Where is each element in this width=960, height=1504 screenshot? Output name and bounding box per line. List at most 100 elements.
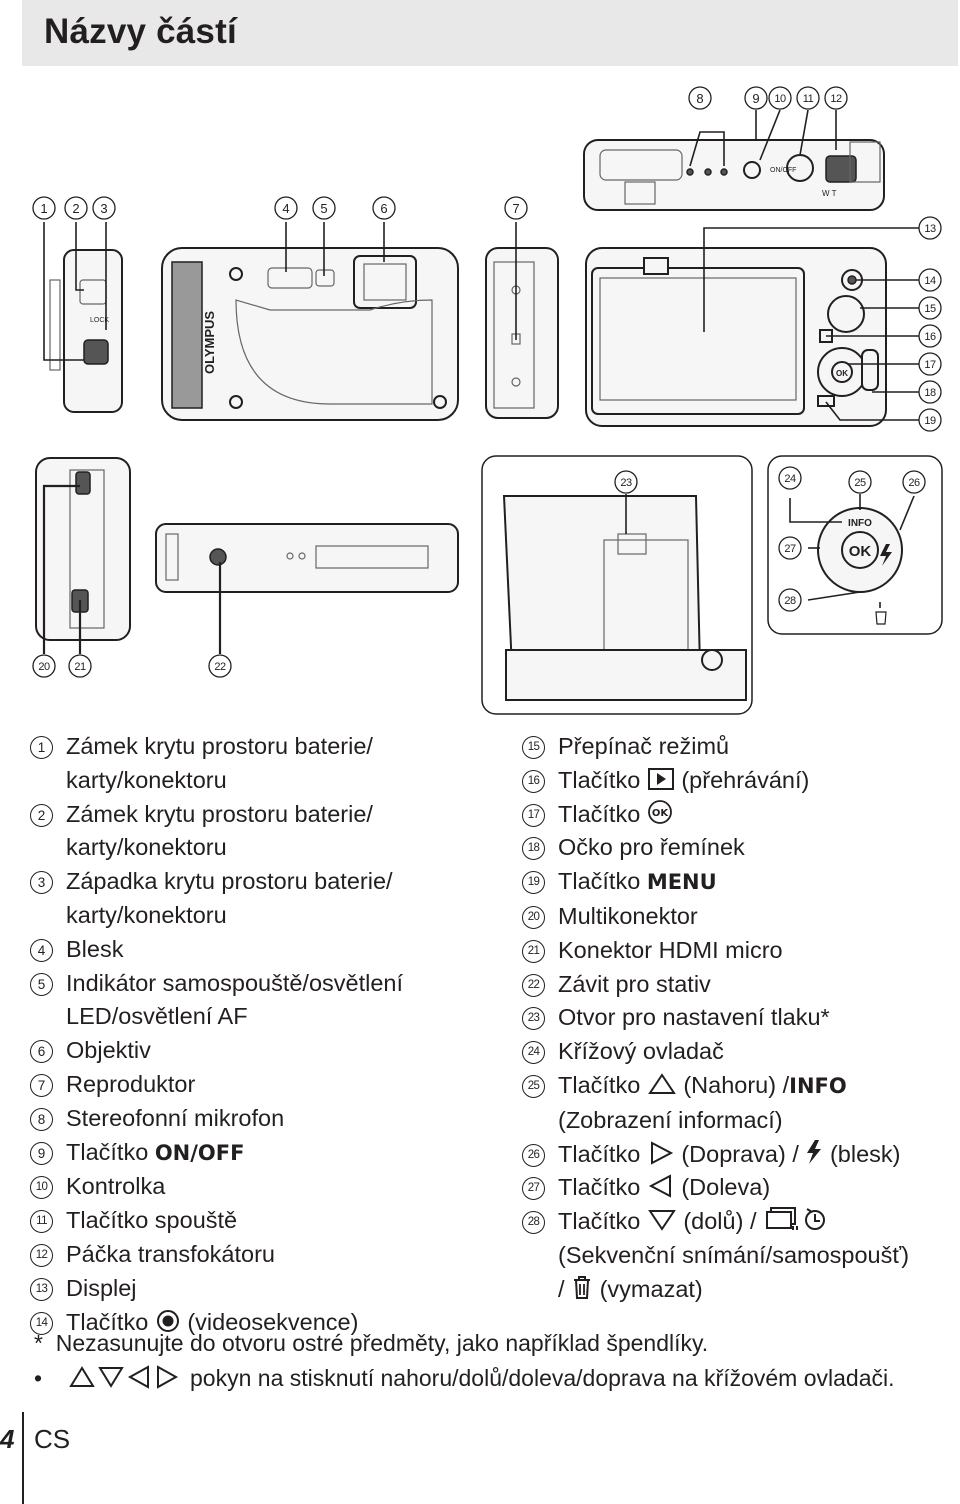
lock-label: LOCK: [90, 317, 109, 324]
sequential-self-timer-icon: [766, 1207, 826, 1231]
svg-text:21: 21: [74, 661, 86, 673]
flash-icon: [807, 1139, 822, 1164]
movie-icon: [156, 1309, 179, 1332]
callout-23: 23: [614, 470, 638, 494]
callout-14: 14: [918, 268, 942, 292]
page-title: Názvy částí: [44, 12, 237, 51]
inset-pressure-hole: [481, 455, 753, 715]
svg-text:4: 4: [282, 201, 289, 216]
svg-text:9: 9: [752, 91, 759, 106]
info-label-inset: INFO: [848, 518, 872, 529]
svg-text:16: 16: [924, 331, 936, 343]
svg-text:14: 14: [924, 275, 936, 287]
camera-front-view: OLYMPUS: [161, 222, 459, 421]
svg-text:3: 3: [100, 201, 107, 216]
svg-text:10: 10: [774, 93, 786, 105]
callout-18: 18: [918, 380, 942, 404]
svg-text:19: 19: [924, 415, 936, 427]
onoff-label-top: ON/OFF: [770, 167, 796, 174]
svg-text:15: 15: [924, 303, 936, 315]
svg-text:23: 23: [620, 477, 632, 489]
camera-back-view: OK: [585, 227, 920, 427]
down-arrow-icon: [647, 1210, 676, 1231]
svg-text:6: 6: [380, 201, 387, 216]
svg-text:12: 12: [830, 93, 842, 105]
up-arrow-icon: [647, 1073, 676, 1094]
callout-6: 6: [372, 196, 396, 220]
footnote-bullet: • pokyn na stisknutí nahoru/dolů/doleva/…: [34, 1365, 895, 1391]
svg-text:17: 17: [924, 359, 936, 371]
callout-21: 21: [68, 654, 92, 678]
ok-button-icon: OK: [647, 799, 672, 824]
callout-19: 19: [918, 408, 942, 432]
svg-text:5: 5: [320, 201, 327, 216]
svg-text:8: 8: [696, 91, 703, 106]
callout-11: 11: [796, 86, 820, 110]
camera-side-left: LOCK: [43, 222, 123, 413]
footnote-star: * Nezasunujte do otvoru ostré předměty, …: [34, 1330, 709, 1356]
svg-text:24: 24: [784, 473, 796, 485]
page-number: 4: [0, 1424, 15, 1454]
callout-16: 16: [918, 324, 942, 348]
callout-4: 4: [274, 196, 298, 220]
zoom-label: W T: [822, 189, 837, 198]
ok-label-inset: OK: [849, 543, 872, 560]
callout-numbers: 1 2 3 4 5 6 7 8 9 10 11 12 13 14 15 16 1…: [32, 86, 942, 678]
callout-25: 25: [848, 470, 872, 494]
svg-text:11: 11: [803, 93, 814, 105]
callout-15: 15: [918, 296, 942, 320]
callout-7: 7: [504, 196, 528, 220]
inset-cross-controller: OK INFO: [767, 455, 943, 635]
callout-5: 5: [312, 196, 336, 220]
ok-label-back: OK: [836, 369, 848, 378]
callout-10: 10: [768, 86, 792, 110]
svg-text:2: 2: [72, 201, 79, 216]
callout-2: 2: [64, 196, 88, 220]
callout-26: 26: [902, 470, 926, 494]
callout-28: 28: [778, 588, 802, 612]
camera-top-view: ON/OFF W T: [583, 109, 885, 211]
left-arrow-icon: [648, 1174, 671, 1199]
callout-20: 20: [32, 654, 56, 678]
svg-text:7: 7: [512, 201, 519, 216]
svg-text:18: 18: [924, 387, 936, 399]
language-code: CS: [34, 1424, 71, 1454]
callout-8: 8: [688, 86, 712, 110]
svg-text:OK: OK: [652, 808, 670, 819]
svg-text:13: 13: [924, 223, 936, 235]
playback-icon: [647, 767, 674, 790]
callout-3: 3: [92, 196, 116, 220]
camera-connector-side: [35, 457, 131, 654]
svg-text:28: 28: [784, 595, 796, 607]
callout-22: 22: [208, 654, 232, 678]
svg-text:20: 20: [38, 661, 50, 673]
camera-parts-figure: .c { fill:#fff; stroke:#231f20; stroke-w…: [32, 86, 943, 715]
svg-text:27: 27: [784, 543, 796, 555]
callout-13: 13: [918, 216, 942, 240]
svg-text:22: 22: [214, 661, 226, 673]
title-bar: [22, 0, 958, 66]
footer-divider: [22, 1412, 24, 1504]
brand-logo: OLYMPUS: [202, 311, 217, 374]
